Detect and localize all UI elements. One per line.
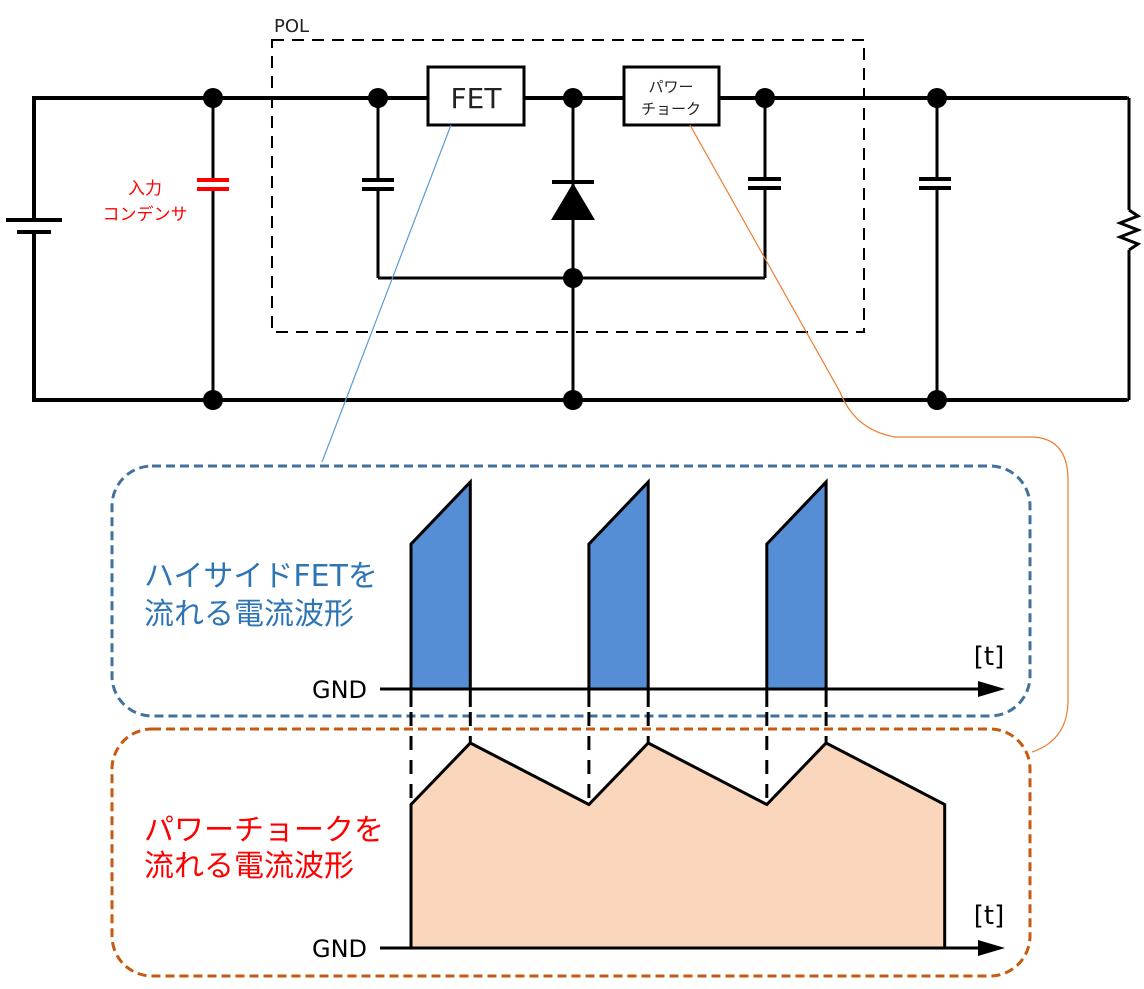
fet-axis-label: [t]	[974, 642, 1004, 672]
choke-leader-line	[689, 124, 1069, 753]
choke-waveform-panel: パワーチョークを 流れる電流波形 GND [t]	[110, 727, 1032, 978]
power-choke-box[interactable]	[622, 65, 721, 127]
fet-caption-line2: 流れる電流波形	[144, 597, 354, 632]
junction-dot	[563, 390, 583, 410]
diode-icon	[551, 98, 595, 400]
fet-gnd-label: GND	[312, 676, 367, 704]
junction-dot	[927, 88, 947, 108]
power-choke-label-line2: チョーク	[641, 100, 701, 118]
choke-panel-border	[110, 727, 1032, 978]
input-capacitor-label-line2: コンデンサ	[103, 204, 188, 225]
choke-caption-line1: パワーチョークを	[144, 813, 384, 848]
fet-panel-border	[110, 464, 1032, 718]
fet-leader-line	[321, 124, 452, 463]
junction-dot	[755, 88, 775, 108]
battery-icon	[6, 96, 62, 402]
junction-dot	[563, 88, 583, 108]
input-capacitor-icon	[197, 98, 229, 400]
power-choke-label-line1: パワー	[648, 78, 693, 96]
choke-caption-line2: 流れる電流波形	[144, 849, 354, 884]
junction-dot	[563, 268, 583, 288]
junction-dot	[368, 88, 388, 108]
fet-box[interactable]	[426, 65, 526, 127]
fet-caption-line1: ハイサイドFETを	[144, 559, 378, 594]
fet-axis-arrow-icon	[978, 681, 1005, 697]
fet-current-pulse	[587, 478, 650, 691]
choke-axis-arrow-icon	[978, 940, 1005, 956]
output-capacitor-icon	[919, 98, 951, 400]
choke-gnd-label: GND	[312, 935, 367, 963]
junction-dot	[927, 390, 947, 410]
timing-guides	[409, 712, 828, 805]
pol-label: POL	[274, 16, 309, 37]
fet-current-pulse	[765, 478, 828, 691]
pol-input-capacitor-icon	[362, 98, 394, 278]
choke-current-waveform	[409, 741, 947, 950]
circuit-schematic: 入力 コンデンサ POL FET パワー チョーク	[6, 16, 1143, 410]
fet-label: FET	[451, 82, 503, 115]
pol-boundary	[271, 39, 865, 333]
load-resistor-icon	[1115, 96, 1143, 402]
junction-dot	[203, 390, 223, 410]
fet-waveform-panel: ハイサイドFETを 流れる電流波形 GND [t]	[110, 464, 1032, 718]
fet-current-pulse	[409, 478, 472, 691]
pol-output-capacitor-icon	[748, 98, 781, 278]
input-capacitor-label-line1: 入力	[128, 179, 162, 199]
junction-dot	[203, 88, 223, 108]
choke-axis-label: [t]	[974, 901, 1004, 931]
